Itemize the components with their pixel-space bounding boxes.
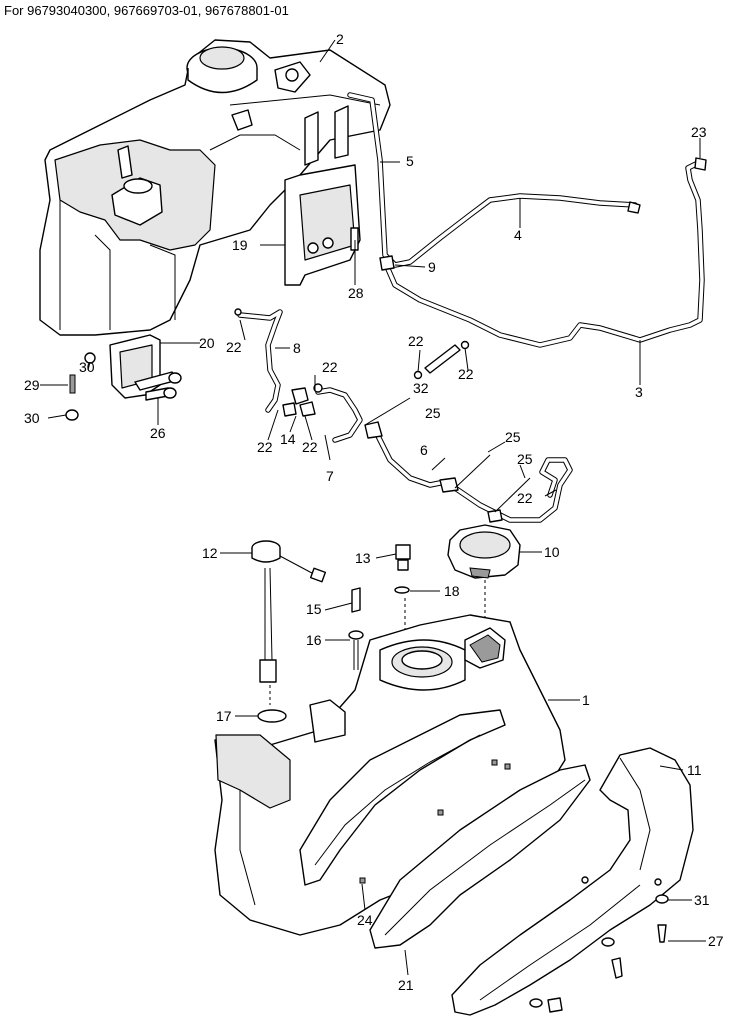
callout-25-second: 25 [505,429,521,445]
leader-lines [40,39,706,976]
callout-22-tube-left: 22 [408,333,424,349]
bracket-19 [284,105,361,286]
callout-30-lower: 30 [24,410,40,426]
callout-25-third: 25 [517,451,533,467]
callout-16: 16 [306,632,322,648]
vent-valve-13 [394,544,411,594]
grommet-17 [257,709,287,723]
callout-8: 8 [293,340,301,356]
pickup-tube-15-16 [348,587,364,670]
callout-22-middle: 22 [322,359,338,375]
side-cover-21 [369,764,591,949]
callout-25-first: 25 [425,405,441,421]
diagram-title: For 96793040300, 967669703-01, 967678801… [4,3,289,18]
callout-23: 23 [691,124,707,140]
callout-4: 4 [514,227,522,243]
callout-18: 18 [444,583,460,599]
callout-31: 31 [694,892,710,908]
callout-29: 29 [24,377,40,393]
tube-32 [413,340,470,380]
callout-13: 13 [355,550,371,566]
hose-middle-assembly [234,308,573,523]
callout-9: 9 [428,259,436,275]
hose-routing [347,92,707,348]
callout-11: 11 [687,762,702,778]
callout-14: 14 [280,431,296,447]
callout-19: 19 [232,237,248,253]
fuel-sender-12 [251,540,327,683]
callout-22-tube-right: 22 [458,366,474,382]
callout-17: 17 [216,708,232,724]
callout-22-right: 22 [517,490,533,506]
callout-27: 27 [708,933,724,949]
callout-2: 2 [336,31,344,47]
callout-7: 7 [326,468,334,484]
callout-1: 1 [582,692,590,708]
callout-3: 3 [635,384,643,400]
side-cover-11 [451,747,694,1016]
callout-28: 28 [348,285,364,301]
callout-22-bottom-mid: 22 [302,439,318,455]
callout-26: 26 [150,425,166,441]
callout-24: 24 [357,912,373,928]
fasteners [529,894,669,1013]
bracket-20 [65,334,182,421]
callout-15: 15 [306,601,322,617]
callout-22-bottom-left: 22 [257,439,273,455]
callout-30-upper: 30 [79,359,95,375]
callout-10: 10 [544,544,560,560]
callout-32: 32 [413,380,429,396]
callout-20: 20 [199,335,215,351]
callout-labels: 2 5 4 9 23 3 19 28 20 22 8 22 22 32 22 2… [24,31,724,993]
callout-21: 21 [398,977,414,993]
fuel-cap-10 [447,524,521,579]
callout-6: 6 [420,442,428,458]
upper-tank-assembly [39,39,391,336]
callout-5: 5 [406,153,414,169]
callout-22-top-left: 22 [226,339,242,355]
callout-12: 12 [202,545,218,561]
